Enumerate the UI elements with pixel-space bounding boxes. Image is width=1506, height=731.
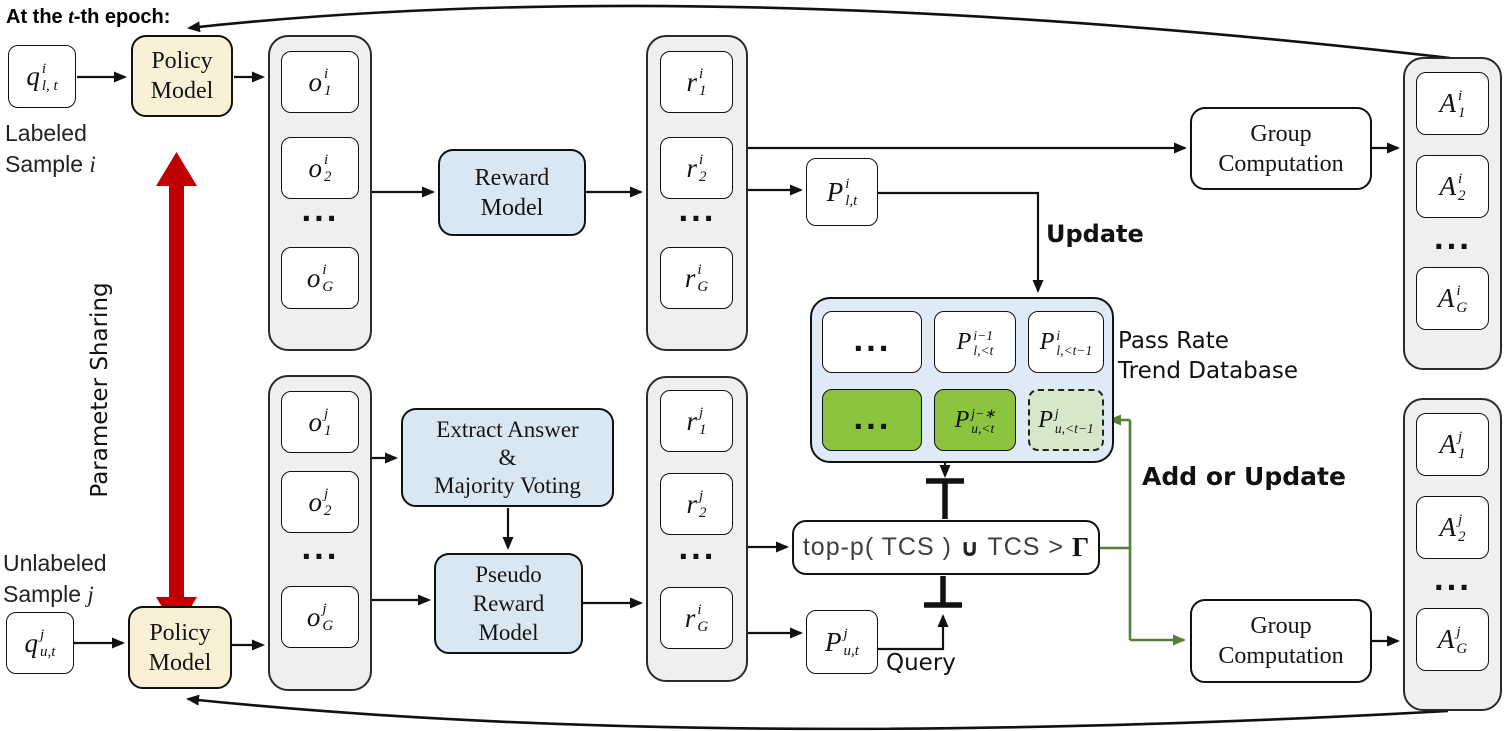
db-ellipsis-cell-green: ...	[822, 389, 922, 451]
ellipsis: ...	[678, 195, 716, 228]
parameter-sharing-arrow	[156, 152, 197, 631]
pseudo-reward-model: Pseudo Reward Model	[434, 553, 583, 654]
page-title: At the t-th epoch:	[6, 6, 171, 28]
parameter-sharing-label: Parameter Sharing	[87, 282, 113, 498]
topp-selection-box: top-p( TCS ) ∪ TCS > Γ	[792, 520, 1100, 575]
policy-model-bottom: Policy Model	[128, 606, 232, 689]
group-computation-top: Group Computation	[1190, 107, 1372, 190]
ellipsis: ...	[301, 195, 339, 228]
unlabeled-sample-label: Unlabeled Sample j	[3, 550, 107, 607]
group-computation-bottom: Group Computation	[1190, 599, 1372, 683]
database-label: Pass Rate Trend Database	[1118, 328, 1299, 384]
db-ellipsis-cell: ...	[822, 311, 922, 373]
ellipsis: ...	[1433, 223, 1472, 256]
policy-model-top: Policy Model	[131, 35, 233, 117]
query-label: Query	[886, 650, 956, 676]
ellipsis: ...	[678, 533, 716, 566]
ellipsis: ...	[301, 533, 339, 566]
update-label: Update	[1046, 220, 1144, 248]
extract-answer-majority-voting: Extract Answer & Majority Voting	[401, 408, 614, 507]
reward-model: Reward Model	[438, 149, 586, 236]
labeled-sample-label: Labeled Sample i	[5, 120, 96, 177]
ellipsis: ...	[1433, 564, 1472, 597]
top-feedback-curve	[187, 4, 1451, 60]
bottom-feedback-curve	[186, 694, 1449, 731]
arrow-passrate-update-db	[878, 191, 1044, 293]
add-or-update-label: Add or Update	[1142, 462, 1346, 491]
arrow-query	[878, 614, 949, 651]
